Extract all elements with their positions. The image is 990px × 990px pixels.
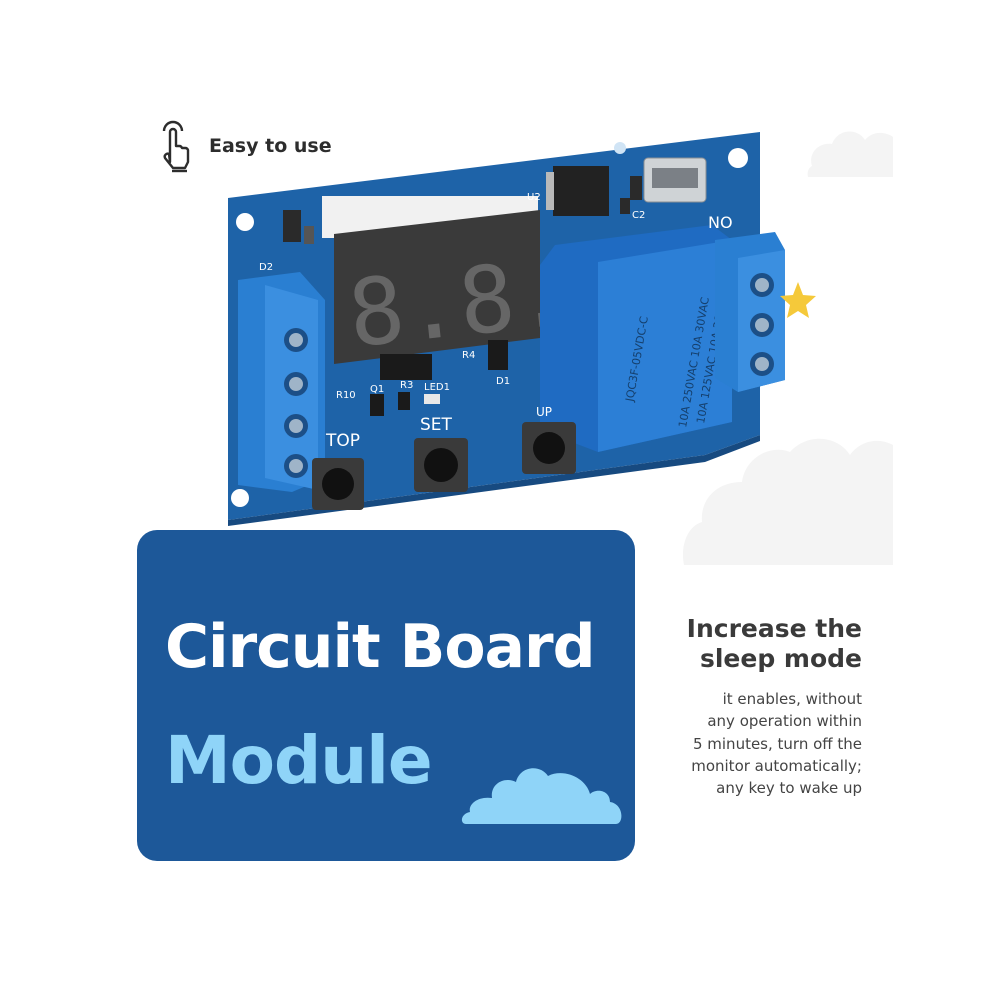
easy-to-use-badge: Easy to use <box>155 118 332 174</box>
regulator-chip <box>553 166 609 216</box>
label-stop: TOP <box>325 431 360 451</box>
label-u2: U2 <box>527 192 541 203</box>
label-no: NO <box>708 213 733 232</box>
mount-hole <box>728 148 748 168</box>
terminal-block-right <box>715 232 785 392</box>
description-line: 5 minutes, turn off the <box>692 734 862 753</box>
description-line: any key to wake up <box>716 779 862 798</box>
description-line: monitor automatically; <box>691 756 862 775</box>
title-line-1: Circuit Board <box>165 612 596 682</box>
label-r3: R3 <box>400 380 413 391</box>
feature-description: it enables, without any operation within… <box>642 688 862 799</box>
label-c2: C2 <box>632 210 645 221</box>
terminal-block-left <box>238 272 325 492</box>
cloud-top-right <box>807 131 893 177</box>
cloud-icon <box>461 768 622 824</box>
star-icon <box>780 282 816 318</box>
label-up: UP <box>536 405 552 419</box>
tactile-button-stop <box>312 458 364 510</box>
mount-hole <box>614 142 626 154</box>
feature-heading-line: Increase the <box>686 614 862 643</box>
cloud-right <box>682 438 893 565</box>
title-line-2: Module <box>165 722 433 799</box>
diode-d2 <box>283 210 301 242</box>
label-r10: R10 <box>336 390 356 401</box>
touch-hand-icon <box>162 120 190 173</box>
tactile-button-set <box>414 438 468 492</box>
label-r4: R4 <box>462 350 475 361</box>
label-d2: D2 <box>259 262 273 273</box>
mount-hole <box>231 489 249 507</box>
label-set: SET <box>420 415 453 435</box>
label-q1: Q1 <box>370 384 384 395</box>
description-line: any operation within <box>707 712 862 731</box>
tactile-button-up <box>522 422 576 474</box>
badge-label: Easy to use <box>209 135 332 157</box>
seven-segment-display <box>334 210 540 364</box>
feature-heading-line: sleep mode <box>699 644 862 673</box>
mount-hole <box>236 213 254 231</box>
label-d1: D1 <box>496 376 510 387</box>
label-led1: LED1 <box>424 382 450 393</box>
feature-heading: Increase the sleep mode <box>642 614 862 674</box>
description-line: it enables, without <box>722 690 862 708</box>
